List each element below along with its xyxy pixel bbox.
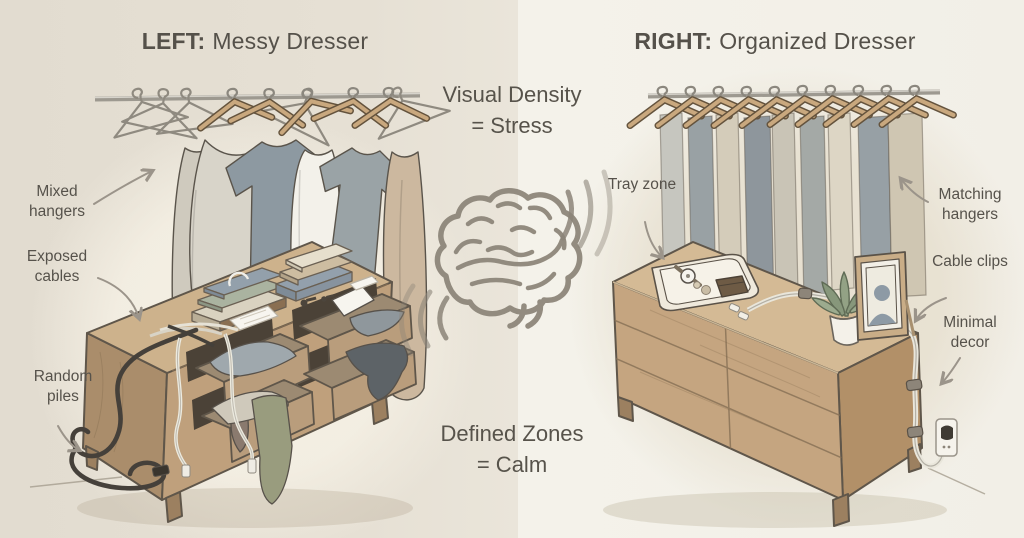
mixed-hangers-arrow — [93, 171, 152, 205]
minimal-decor-arrow — [942, 357, 961, 383]
random-piles-arrow — [57, 425, 79, 450]
matching-hangers-arrow — [901, 179, 929, 203]
right-title: RIGHT:Organized Dresser — [575, 28, 975, 55]
caption-stress: Visual Density = Stress — [392, 79, 632, 141]
annotation-exposed-cables: Exposed cables — [26, 248, 88, 286]
caption-stress-line2: = Stress — [471, 113, 553, 139]
caption-calm-line1: Defined Zones — [440, 421, 584, 446]
annotation-tray-zone: Tray zone — [607, 176, 677, 193]
wall-outlet-illustration — [935, 418, 958, 457]
annotation-mixed-hangers: Mixed hangers — [28, 183, 85, 221]
floor-lines — [29, 467, 986, 495]
left-title-text: Messy Dresser — [212, 28, 369, 54]
exposed-cables-arrow — [97, 277, 139, 318]
sound-waves-icon — [399, 169, 613, 357]
caption-stress-line1: Visual Density — [442, 82, 582, 107]
brain-icon — [434, 188, 583, 329]
clipped-cable-illustration — [746, 287, 949, 469]
left-title: LEFT:Messy Dresser — [40, 28, 470, 55]
left-title-label: LEFT: — [141, 28, 206, 54]
organized-dresser — [603, 241, 958, 528]
annotation-minimal-decor: Minimal decor — [943, 314, 997, 352]
caption-calm-line2: = Calm — [476, 452, 548, 478]
cable-clips-arrow — [916, 297, 947, 320]
right-title-label: RIGHT: — [634, 28, 713, 54]
annotation-cable-clips: Cable clips — [932, 253, 1008, 270]
tray-zone-arrow — [644, 221, 662, 257]
caption-calm: Defined Zones = Calm — [392, 418, 632, 480]
right-title-text: Organized Dresser — [719, 28, 916, 54]
annotation-random-piles: Random piles — [33, 368, 93, 406]
annotation-matching-hangers: Matching hangers — [938, 186, 1002, 224]
annotation-arrows — [57, 171, 961, 450]
messy-dresser — [69, 241, 417, 528]
